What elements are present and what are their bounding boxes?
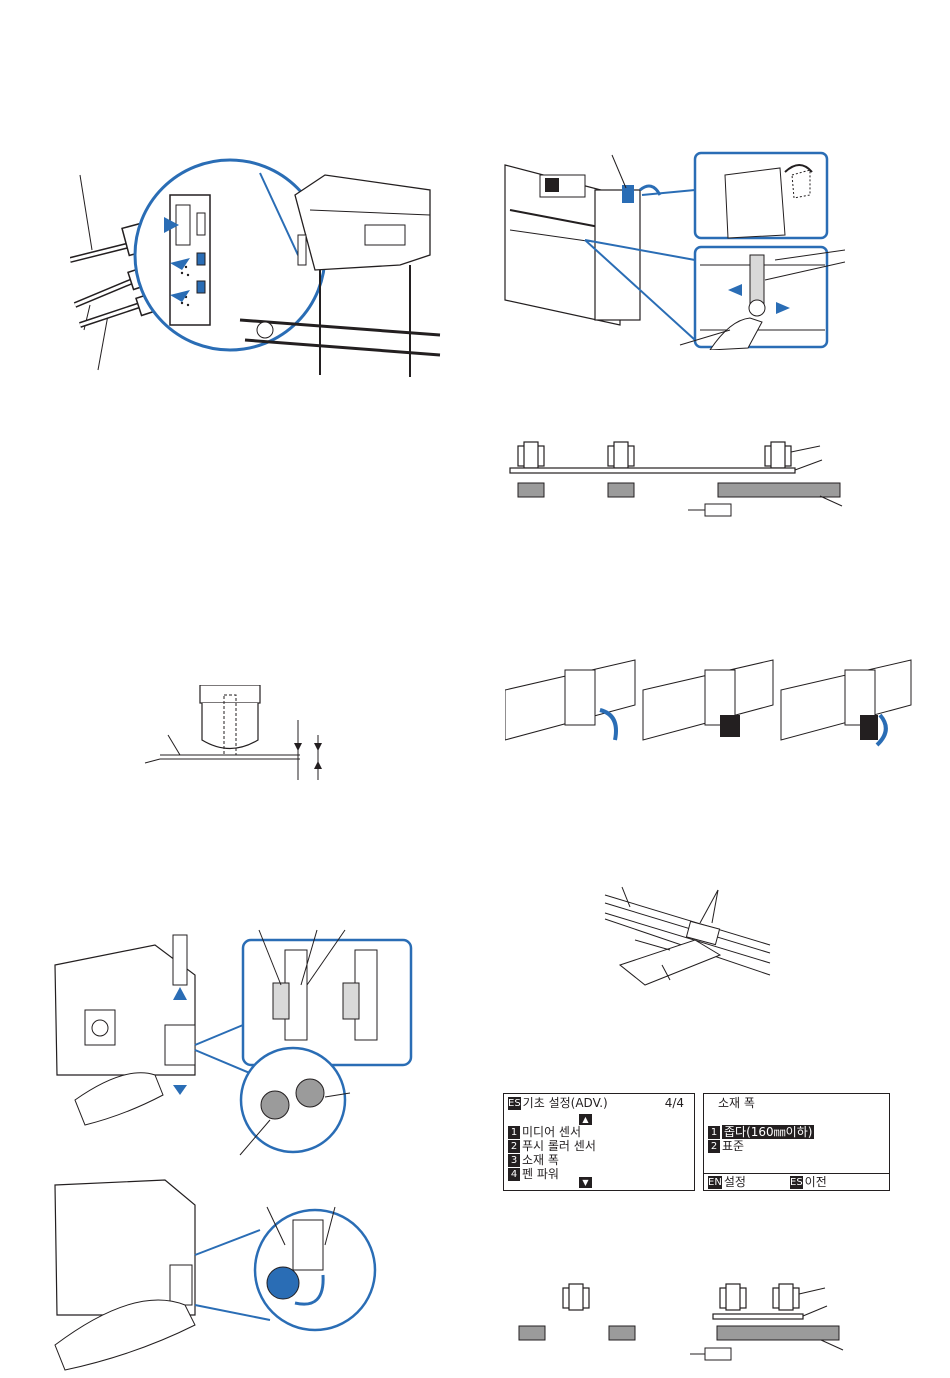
roller-media-diagram-top (500, 438, 855, 523)
lcd-title: 소재 폭 (718, 1096, 755, 1111)
es-key-icon: ES (790, 1176, 803, 1189)
triangle-down-icon: ▼ (579, 1177, 592, 1188)
tool-holder-figure (45, 925, 415, 1375)
footer-back-label: 이전 (805, 1175, 827, 1189)
pinch-roller-position-figure (500, 150, 845, 350)
cable-connection-figure (70, 155, 450, 380)
blade-length-diagram (140, 685, 340, 785)
lcd-title: 기초 설정(ADV.) (523, 1096, 608, 1110)
lcd-page-number: 4/4 (665, 1096, 684, 1111)
roller-media-diagram-bottom (505, 1280, 855, 1365)
triangle-up-icon: ▲ (579, 1114, 592, 1125)
es-key-icon: ES (508, 1097, 521, 1110)
enter-key-icon: EN (708, 1176, 722, 1189)
footer-set-label: 설정 (724, 1175, 746, 1189)
narrow-media-figure (600, 885, 780, 1000)
pinch-roller-lever-figure (505, 655, 915, 750)
